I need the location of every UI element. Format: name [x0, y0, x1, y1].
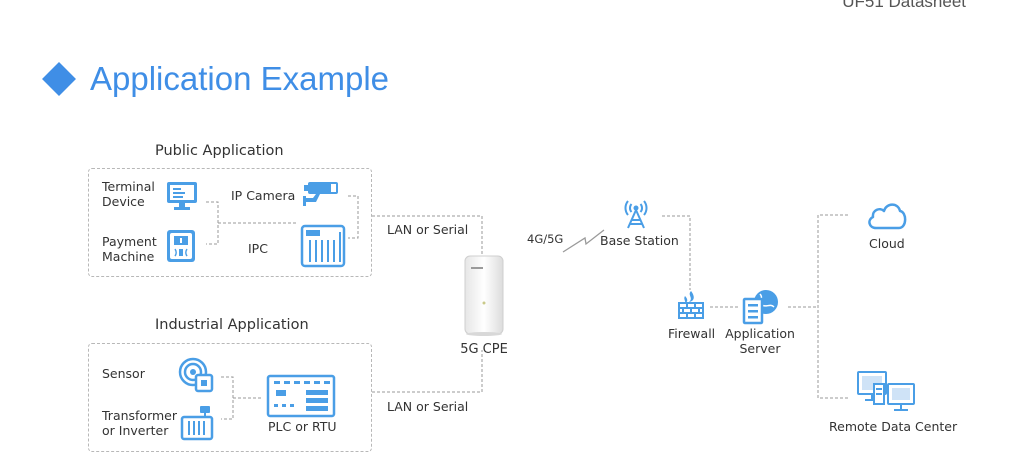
terminal-device-label: Terminal Device — [102, 179, 155, 209]
remote-data-center-label: Remote Data Center — [829, 419, 958, 434]
ipc-label: IPC — [248, 241, 268, 256]
transformer-label: Transformer or Inverter — [102, 408, 178, 438]
wireless-4g5g-label: 4G/5G — [527, 232, 564, 246]
5g-cpe-label: 5G CPE — [460, 342, 508, 357]
cloud-icon — [868, 203, 907, 230]
lan-serial-top-label: LAN or Serial — [387, 222, 469, 237]
remote-data-center-icon — [857, 371, 915, 411]
firewall-icon — [678, 291, 704, 319]
terminal-device-icon — [167, 182, 197, 210]
industrial-application-title: Industrial Application — [155, 317, 309, 333]
sensor-icon — [178, 357, 214, 393]
ip-camera-label: IP Camera — [231, 188, 296, 203]
section-title: Application Example — [90, 60, 389, 97]
application-server-icon — [742, 290, 778, 325]
payment-machine-icon — [167, 230, 195, 262]
firewall-label: Firewall — [668, 326, 716, 341]
industrial-application-box — [88, 343, 372, 452]
lan-serial-bottom-label: LAN or Serial — [387, 399, 469, 414]
plc-rtu-icon — [266, 374, 336, 418]
base-station-icon — [624, 200, 648, 229]
public-application-title: Public Application — [155, 143, 284, 159]
application-server-label: Application Server — [725, 326, 795, 356]
base-station-label: Base Station — [600, 233, 679, 248]
cloud-label: Cloud — [869, 236, 905, 251]
ip-camera-icon — [303, 182, 338, 206]
payment-machine-label: Payment Machine — [102, 234, 157, 264]
transformer-icon — [180, 406, 214, 441]
document-title: UF51 Datasheet — [842, 0, 966, 11]
public-application-box — [88, 168, 372, 277]
plc-rtu-label: PLC or RTU — [268, 419, 337, 434]
5g-cpe-router-icon — [464, 255, 504, 336]
sensor-label: Sensor — [102, 366, 145, 381]
ipc-icon — [300, 224, 346, 268]
section-heading: Application Example — [42, 60, 389, 98]
